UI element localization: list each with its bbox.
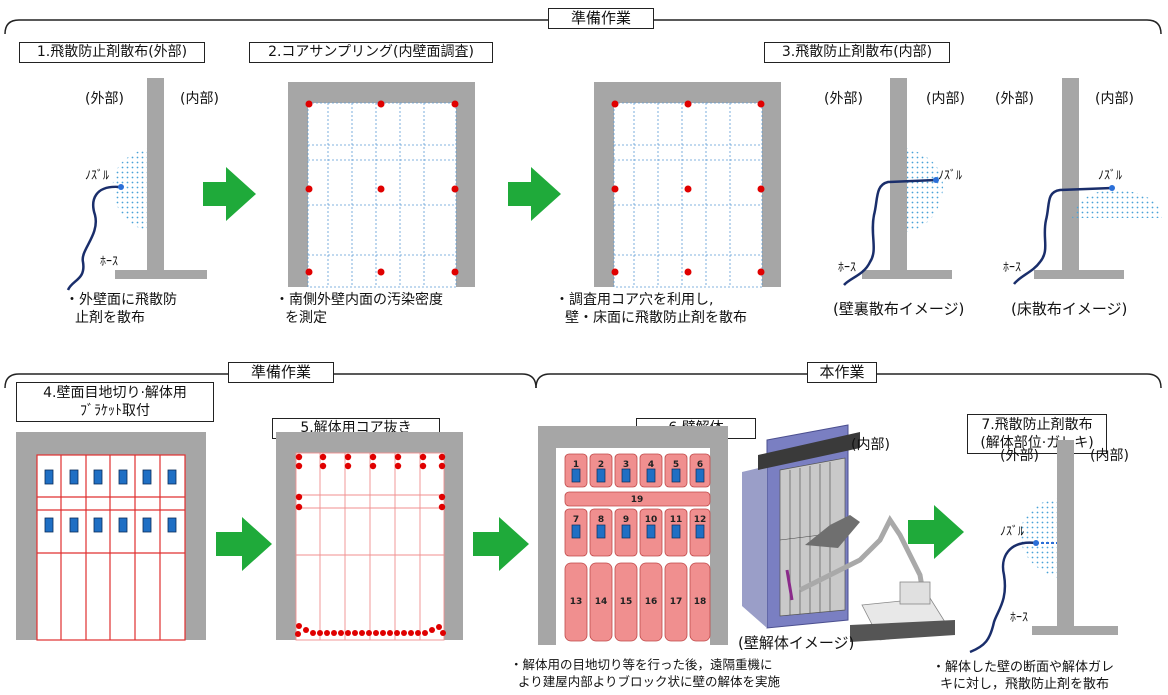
block-4: 4 xyxy=(648,460,654,470)
section-label-prep-bottom: 準備作業 xyxy=(228,362,334,383)
step6-inside-label: (内部) xyxy=(851,437,890,453)
process-arrows xyxy=(203,167,964,571)
step6-caption-line2: より建屋内部よりブロック状に壁の解体を実施 xyxy=(518,674,781,689)
step1-hose-label: ﾎｰｽ xyxy=(100,254,119,268)
step1-nozzle-label: ﾉｽﾞﾙ xyxy=(85,168,110,182)
step3-floor-nozzle-label: ﾉｽﾞﾙ xyxy=(1098,168,1123,182)
block-16: 16 xyxy=(645,597,658,607)
block-1: 1 xyxy=(573,460,579,470)
step3-wallback-nozzle-label: ﾉｽﾞﾙ xyxy=(938,168,963,182)
step1-caption-line2: 止剤を散布 xyxy=(75,310,145,326)
block-19: 19 xyxy=(631,495,644,505)
step3-caption-line2: 壁・床面に飛散防止剤を散布 xyxy=(565,310,747,326)
spray-pattern xyxy=(112,148,147,230)
step2-caption-line1: ・南側外壁内面の汚染密度 xyxy=(275,292,443,308)
step7-inside-label: (内部) xyxy=(1090,448,1129,464)
block-18: 18 xyxy=(694,597,707,607)
step2-title: 2.コアサンプリング(内壁面調査) xyxy=(249,42,493,63)
step3-floor-figure xyxy=(1013,78,1162,285)
step1-title: 1.飛散防止剤散布(外部) xyxy=(19,42,205,63)
wall-demolition-image-caption: (壁解体イメージ) xyxy=(738,634,855,652)
step1-caption-line1: ・外壁面に飛散防 xyxy=(65,292,177,308)
step4-wall-figure xyxy=(16,432,206,641)
section-label-main-work: 本作業 xyxy=(807,362,877,383)
bracket-marks xyxy=(44,469,177,533)
hose-line xyxy=(66,185,121,291)
step7-caption-line2: キに対し，飛散防止剤を散布 xyxy=(940,677,1110,692)
step4-title-line1: 4.壁面目地切り·解体用 xyxy=(43,385,187,401)
block-15: 15 xyxy=(620,597,633,607)
sample-points xyxy=(305,100,459,276)
step1-inside-label: (内部) xyxy=(180,91,219,107)
step7-caption: ・解体した壁の断面や解体ガレ キに対し，飛散防止剤を散布 xyxy=(932,659,1114,693)
block-5: 5 xyxy=(673,460,679,470)
step3-caption-line1: ・調査用コア穴を利用し, xyxy=(555,292,714,308)
step4-title-line2: ﾌﾞﾗｹｯﾄ取付 xyxy=(80,403,150,419)
step6-caption: ・解体用の目地切り等を行った後，遠隔重機に より建屋内部よりブロック状に壁の解体… xyxy=(510,656,780,690)
step3-wallback-outside-label: (外部) xyxy=(824,91,863,107)
block-14: 14 xyxy=(595,597,608,607)
step6-caption-line1: ・解体用の目地切り等を行った後，遠隔重機に xyxy=(510,657,773,672)
wall-back-image-caption: (壁裏散布イメージ) xyxy=(833,300,965,318)
step6-wall-figure: 1 2 3 4 5 6 7 8 9 10 11 12 13 14 15 16 1… xyxy=(538,426,728,645)
step3-floor-outside-label: (外部) xyxy=(995,91,1034,107)
section-label-prep-top: 準備作業 xyxy=(548,8,654,29)
floor-image-caption: (床散布イメージ) xyxy=(1011,300,1128,318)
block-10: 10 xyxy=(645,515,658,525)
step1-outside-label: (外部) xyxy=(85,91,124,107)
block-2: 2 xyxy=(598,460,604,470)
demolition-blocks xyxy=(564,453,711,642)
step3-wall-section xyxy=(594,82,781,288)
block-6: 6 xyxy=(697,460,703,470)
step1-caption: ・外壁面に飛散防 止剤を散布 xyxy=(65,291,177,327)
step7-outside-label: (外部) xyxy=(1000,448,1039,464)
step7-wall-figure xyxy=(969,440,1118,654)
block-11: 11 xyxy=(670,515,683,525)
demolition-machine-illustration xyxy=(742,424,955,642)
step3-floor-inside-label: (内部) xyxy=(1095,91,1134,107)
step1-wall-figure xyxy=(66,78,207,291)
block-12: 12 xyxy=(694,515,707,525)
block-3: 3 xyxy=(623,460,629,470)
step2-caption-line2: を測定 xyxy=(285,310,327,326)
step3-title: 3.飛散防止剤散布(内部) xyxy=(764,42,950,63)
step7-caption-line1: ・解体した壁の断面や解体ガレ xyxy=(932,660,1115,675)
step7-nozzle-label: ﾉｽﾞﾙ xyxy=(1000,524,1025,538)
step3-caption: ・調査用コア穴を利用し, 壁・床面に飛散防止剤を散布 xyxy=(555,291,747,327)
step3-wallback-figure xyxy=(843,78,952,286)
step3-floor-hose-label: ﾎｰｽ xyxy=(1003,260,1022,274)
block-8: 8 xyxy=(598,515,604,525)
block-9: 9 xyxy=(623,515,629,525)
step7-title-line1: 7.飛散防止剤散布 xyxy=(981,417,1093,433)
core-holes xyxy=(295,453,446,637)
step5-wall-figure xyxy=(276,432,463,641)
step7-hose-label: ﾎｰｽ xyxy=(1010,610,1029,624)
step2-caption: ・南側外壁内面の汚染密度 を測定 xyxy=(275,291,443,327)
block-17: 17 xyxy=(670,597,683,607)
block-13: 13 xyxy=(570,597,583,607)
step3-wallback-hose-label: ﾎｰｽ xyxy=(838,260,857,274)
step4-title: 4.壁面目地切り·解体用 ﾌﾞﾗｹｯﾄ取付 xyxy=(16,382,214,422)
step3-wallback-inside-label: (内部) xyxy=(926,91,965,107)
block-7: 7 xyxy=(573,515,579,525)
step2-wall-section xyxy=(288,82,475,288)
